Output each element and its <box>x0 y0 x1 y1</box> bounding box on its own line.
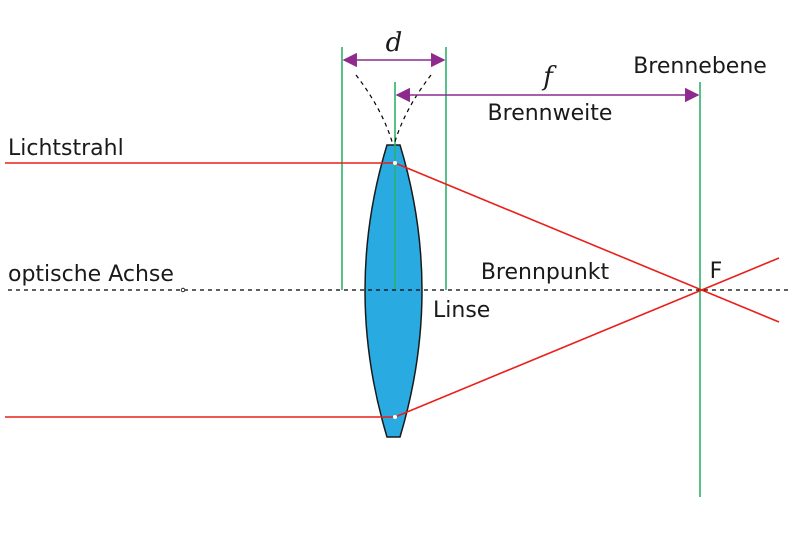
light-ray-lower-refracted <box>394 257 780 418</box>
optical-axis-dot <box>180 287 186 293</box>
optical-axis-label: optische Achse <box>8 262 174 287</box>
focal-point-symbol-label: F <box>710 259 723 284</box>
focal-point-label: Brennpunkt <box>481 260 610 285</box>
lens-thickness-label: d <box>386 28 403 58</box>
lens-shape <box>364 144 423 438</box>
refraction-point-lower <box>393 415 397 419</box>
light-ray-label: Lichtstrahl <box>8 136 124 161</box>
focal-length-symbol-label: f <box>541 62 557 92</box>
focal-plane-label: Brennebene <box>633 54 767 79</box>
focal-length-label: Brennweite <box>488 101 613 126</box>
lens-curvature-extension-left <box>355 74 394 146</box>
lens-curvature-extension-right <box>393 74 432 146</box>
light-ray-upper-refracted <box>394 162 780 323</box>
refraction-point-upper <box>393 161 397 165</box>
lens-label: Linse <box>433 298 490 323</box>
